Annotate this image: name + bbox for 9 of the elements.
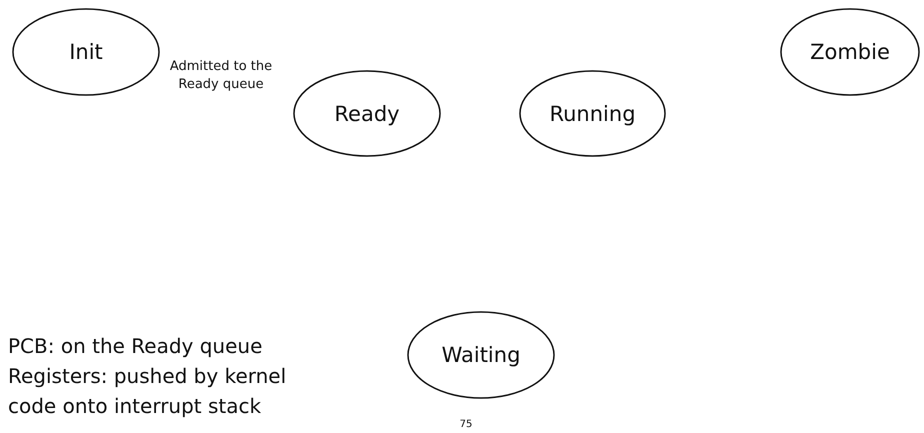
state-label: Waiting xyxy=(442,343,520,367)
state-label: Zombie xyxy=(810,40,890,64)
state-label: Ready xyxy=(334,102,400,126)
page-number: 75 xyxy=(458,419,474,431)
state-label: Init xyxy=(69,40,103,64)
note-text: Registers: pushed by kernel code onto interrupt stack xyxy=(8,363,288,420)
transition-label: Admitted to the Ready queue xyxy=(168,58,274,94)
note-text: PCB: on the Ready queue xyxy=(8,333,264,360)
state-label: Running xyxy=(549,102,636,126)
